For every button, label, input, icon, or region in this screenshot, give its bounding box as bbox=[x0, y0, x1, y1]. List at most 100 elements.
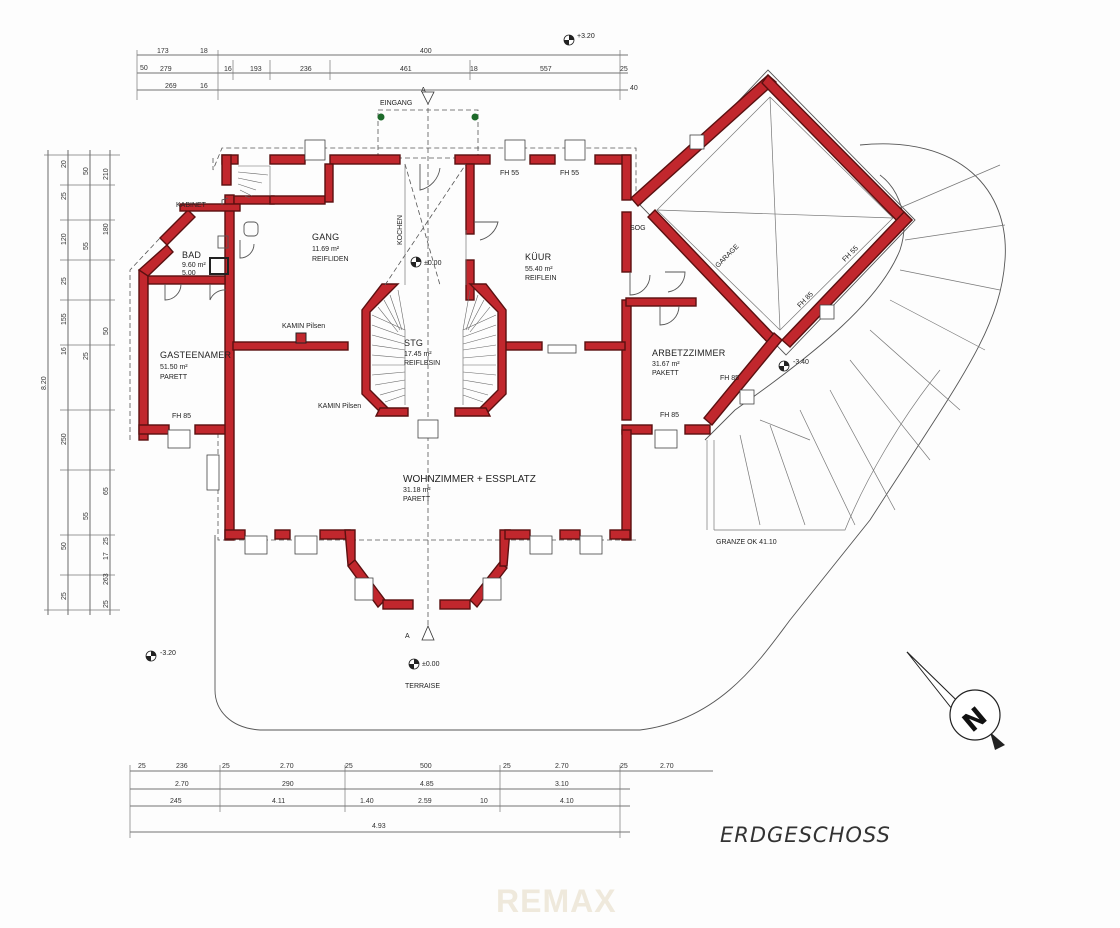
dim-top-12: 269 bbox=[165, 83, 177, 90]
dim-bottom-6: 500 bbox=[420, 763, 432, 770]
dim-bottom-9: 25 bbox=[620, 763, 628, 770]
column-left bbox=[377, 113, 385, 121]
dim-left-3: 120 bbox=[61, 233, 68, 245]
svg-text:±0.00: ±0.00 bbox=[424, 260, 442, 267]
dim-left-4: 25 bbox=[61, 277, 68, 285]
level-marker-left: -3.20 bbox=[145, 650, 176, 662]
dim-top-7: 236 bbox=[300, 66, 312, 73]
column-right bbox=[471, 113, 479, 121]
chimney bbox=[295, 332, 307, 344]
room-gang: GANG 11.69 m² REIFLIDEN bbox=[312, 232, 349, 263]
svg-text:31.18 m²: 31.18 m² bbox=[403, 487, 431, 494]
svg-text:REIFLIDEN: REIFLIDEN bbox=[312, 256, 349, 263]
room-bad: BAD 9.60 m² 5.00 bbox=[182, 250, 206, 277]
dim-left-14: 210 bbox=[103, 168, 110, 180]
svg-text:REIFLEIN: REIFLEIN bbox=[525, 275, 557, 282]
section-marker-bottom: A bbox=[405, 624, 435, 641]
dim-bottom-total: 4.93 bbox=[372, 823, 386, 830]
dim-bottom-1: 25 bbox=[138, 763, 146, 770]
dim-bottom-14: 3.10 bbox=[555, 781, 569, 788]
dim-bottom-13: 4.85 bbox=[420, 781, 434, 788]
dim-bottom-15: 245 bbox=[170, 798, 182, 805]
svg-text:REIFLBSIN: REIFLBSIN bbox=[404, 360, 440, 367]
dim-top-13: 16 bbox=[200, 83, 208, 90]
svg-text:STG: STG bbox=[404, 338, 423, 348]
room-garage: GARAGE bbox=[714, 243, 740, 269]
dim-bottom-20: 4.10 bbox=[560, 798, 574, 805]
dim-left-21: 25 bbox=[103, 600, 110, 608]
label-kamin-top: KAMIN Pilsen bbox=[282, 323, 325, 330]
svg-text:+3.20: +3.20 bbox=[577, 33, 595, 40]
room-terrasse: TERRAISE bbox=[405, 683, 440, 690]
dim-left-10: 50 bbox=[83, 167, 90, 175]
dim-top-2: 18 bbox=[200, 48, 208, 55]
label-fh-2: FH 55 bbox=[560, 170, 579, 177]
room-wohnen: WOHNZIMMER + ESSPLATZ 31.18 m² PARETT bbox=[403, 474, 536, 503]
svg-text:51.50 m²: 51.50 m² bbox=[160, 364, 188, 371]
room-stg: STG 17.45 m² REIFLBSIN bbox=[404, 338, 440, 367]
level-marker-top: +3.20 bbox=[563, 33, 595, 46]
dim-top-6: 193 bbox=[250, 66, 262, 73]
dim-top-9: 18 bbox=[470, 66, 478, 73]
label-fh-1: FH 55 bbox=[500, 170, 519, 177]
svg-text:SOG: SOG bbox=[630, 225, 646, 232]
dim-left-1: 20 bbox=[61, 160, 68, 168]
dim-top-3: 400 bbox=[420, 48, 432, 55]
level-marker-right: -3.40 bbox=[778, 359, 809, 372]
svg-text:-3.20: -3.20 bbox=[160, 650, 176, 657]
svg-text:A: A bbox=[421, 87, 426, 94]
svg-text:GANG: GANG bbox=[312, 232, 339, 242]
dim-top-10: 557 bbox=[540, 66, 552, 73]
dim-bottom-12: 290 bbox=[282, 781, 294, 788]
dim-left-8: 50 bbox=[61, 542, 68, 550]
bottom-dimensions: 25 236 25 2.70 25 500 25 2.70 25 2.70 2.… bbox=[129, 763, 713, 838]
label-kochen: KOCHEN bbox=[397, 215, 404, 245]
dim-top-4: 279 bbox=[160, 66, 172, 73]
garage-roof bbox=[639, 69, 916, 356]
svg-text:GARAGE: GARAGE bbox=[714, 243, 740, 269]
windows bbox=[167, 134, 835, 601]
dim-top-11: 25 bbox=[620, 66, 628, 73]
watermark-logo: REMAX bbox=[496, 883, 617, 919]
svg-text:55.40 m²: 55.40 m² bbox=[525, 266, 553, 273]
label-kamin-bottom: KAMIN Pilsen bbox=[318, 403, 361, 410]
label-fh-3: FH 85 bbox=[172, 413, 191, 420]
stairs bbox=[237, 165, 497, 405]
dim-top-1: 173 bbox=[157, 48, 169, 55]
dim-left-20: 263 bbox=[103, 573, 110, 585]
dim-left-9: 25 bbox=[61, 592, 68, 600]
svg-text:A: A bbox=[405, 633, 410, 640]
dim-left-15: 180 bbox=[103, 223, 110, 235]
dim-left-7: 250 bbox=[61, 433, 68, 445]
room-gaeste: GASTEENAMER 51.50 m² PARETT bbox=[160, 350, 231, 381]
label-eingang: EINGANG bbox=[380, 100, 412, 107]
room-kueche: KÜUR 55.40 m² REIFLEIN bbox=[525, 252, 557, 282]
svg-text:31.67 m²: 31.67 m² bbox=[652, 361, 680, 368]
label-kabinet: KABINET bbox=[176, 202, 207, 209]
room-arbeit: ARBETZZIMMER 31.67 m² PAKETT bbox=[652, 348, 726, 377]
dim-left-16: 50 bbox=[103, 327, 110, 335]
bath-fixtures bbox=[209, 197, 259, 275]
dim-bottom-17: 1.40 bbox=[360, 798, 374, 805]
svg-text:ARBETZZIMMER: ARBETZZIMMER bbox=[652, 348, 726, 358]
driveway bbox=[214, 143, 1006, 731]
dim-bottom-7: 25 bbox=[503, 763, 511, 770]
walls bbox=[137, 73, 913, 610]
svg-text:9.60 m²: 9.60 m² bbox=[182, 262, 206, 269]
doors bbox=[164, 164, 686, 326]
svg-text:TERRAISE: TERRAISE bbox=[405, 683, 440, 690]
dim-top-15: 40 bbox=[630, 85, 638, 92]
level-marker-terrace: ±0.00 bbox=[408, 658, 440, 670]
svg-text:±0.00: ±0.00 bbox=[422, 661, 440, 668]
dim-left-13: 55 bbox=[83, 512, 90, 520]
center-lines bbox=[384, 100, 467, 640]
level-marker-mid: ±0.00 bbox=[410, 256, 442, 268]
svg-text:17.45 m²: 17.45 m² bbox=[404, 351, 432, 358]
dim-bottom-11: 2.70 bbox=[175, 781, 189, 788]
dim-bottom-2: 236 bbox=[176, 763, 188, 770]
left-dimensions: 8.20 20 25 120 25 155 16 250 50 25 50 55… bbox=[41, 150, 120, 615]
label-fh-4: FH 85 bbox=[660, 412, 679, 419]
dim-bottom-3: 25 bbox=[222, 763, 230, 770]
dim-left-11: 55 bbox=[83, 242, 90, 250]
dim-left-18: 25 bbox=[103, 537, 110, 545]
